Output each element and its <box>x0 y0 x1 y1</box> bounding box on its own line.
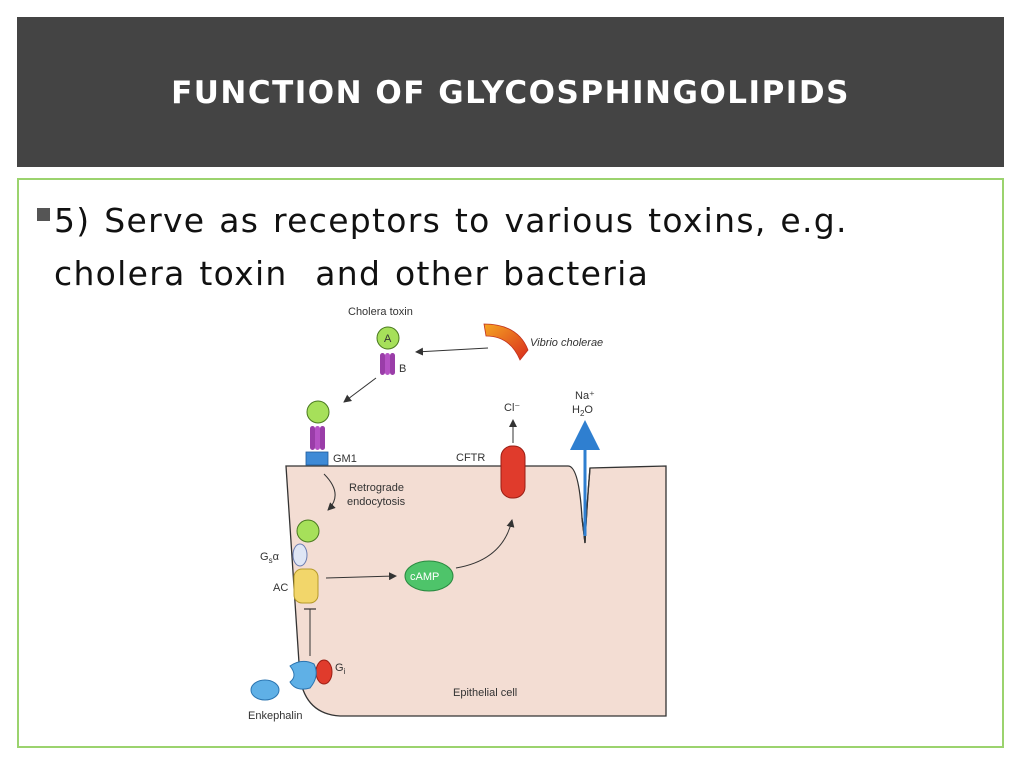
bullet-line-1: 5) Serve as receptors to various toxins,… <box>54 201 848 240</box>
ac-label: AC <box>273 582 288 594</box>
bound-toxin-a-icon <box>306 400 330 424</box>
bullet-item: 5) Serve as receptors to various toxins,… <box>37 194 987 300</box>
internal-toxin-a-icon <box>296 519 320 543</box>
cftr-channel-icon <box>500 445 526 499</box>
opioid-receptor-icon <box>289 660 317 690</box>
gs-alpha-label: Gsα <box>260 551 280 565</box>
vibrio-cholerae-icon <box>483 323 529 361</box>
gs-alpha-icon <box>292 543 308 567</box>
title-bar: FUNCTION OF GLYCOSPHINGOLIPIDS <box>17 17 1004 167</box>
enkephalin-icon <box>250 679 280 701</box>
camp-label: cAMP <box>410 571 439 583</box>
gi-protein-icon <box>315 659 333 685</box>
endocytosis-label: endocytosis <box>347 496 406 508</box>
diagram-svg: Cholera toxin A B Vibrio cholerae GM1 Re… <box>248 306 667 722</box>
gi-label: Gi <box>335 662 346 676</box>
chloride-label: Cl⁻ <box>504 402 520 414</box>
square-bullet-icon <box>37 208 50 221</box>
retrograde-label: Retrograde <box>349 482 404 494</box>
cftr-label: CFTR <box>456 452 485 464</box>
epithelial-cell-label: Epithelial cell <box>453 687 517 699</box>
vibrio-label: Vibrio cholerae <box>530 337 603 349</box>
subunit-a-label: A <box>384 333 392 345</box>
slide-title: FUNCTION OF GLYCOSPHINGOLIPIDS <box>171 75 850 111</box>
toxin-a-subunit-icon <box>376 326 400 350</box>
bullet-line-2: cholera toxin and other bacteria <box>54 254 650 293</box>
cholera-toxin-diagram: Cholera toxin A B Vibrio cholerae GM1 Re… <box>248 298 668 734</box>
camp-icon <box>404 560 454 592</box>
sodium-label: Na⁺ <box>575 390 595 402</box>
bound-toxin-b-icon <box>310 426 325 450</box>
subunit-b-label: B <box>399 363 406 375</box>
gm1-receptor-icon <box>305 451 329 466</box>
epithelial-cell-shape <box>285 465 667 717</box>
cholera-toxin-label: Cholera toxin <box>348 306 413 318</box>
toxin-b-subunit-icon <box>380 353 395 375</box>
bullet-text: 5) Serve as receptors to various toxins,… <box>54 194 848 300</box>
content-frame: 5) Serve as receptors to various toxins,… <box>17 178 1004 748</box>
gm1-label: GM1 <box>333 453 357 465</box>
water-label: H2O <box>572 404 593 418</box>
adenylate-cyclase-icon <box>293 568 319 604</box>
enkephalin-label: Enkephalin <box>248 710 302 722</box>
